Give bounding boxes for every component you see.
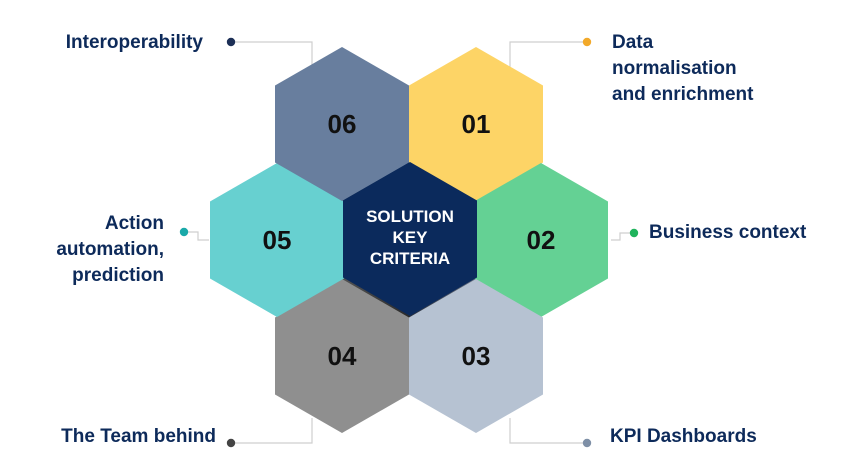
connector-line-04 <box>232 418 313 444</box>
segment-label-03: KPI Dashboards <box>610 424 757 450</box>
segment-hexagon-shape <box>275 47 409 201</box>
hexagon-group: 01 02 03 04 05 06 <box>210 47 608 433</box>
segment-label-line: The Team behind <box>61 426 216 447</box>
connector-line-05 <box>186 231 209 241</box>
segment-hexagon-shape <box>275 279 409 433</box>
segment-hexagon-01: 01 <box>409 47 543 201</box>
segment-hexagon-05: 05 <box>210 163 344 317</box>
connector-line-01 <box>509 41 585 72</box>
center-title-line: SOLUTION <box>366 207 454 226</box>
marker-dot-02 <box>629 228 639 238</box>
marker-dot-05 <box>179 227 189 237</box>
segment-label-04: The Team behind <box>61 424 216 450</box>
connector-line-06 <box>232 41 313 72</box>
segment-hexagon-04: 04 <box>275 279 409 433</box>
segment-hexagon-06: 06 <box>275 47 409 201</box>
connector-line-03 <box>509 418 585 444</box>
segment-label-05: Action automation, prediction <box>56 211 164 289</box>
center-title-line: CRITERIA <box>370 249 450 268</box>
marker-dot-01 <box>582 37 592 47</box>
segment-number: 06 <box>328 109 357 139</box>
segment-hexagon-02: 02 <box>474 163 608 317</box>
marker-dot-06 <box>226 37 236 47</box>
segment-label-line: Business context <box>649 222 807 243</box>
connector-lines <box>186 41 632 444</box>
segment-number: 02 <box>527 225 556 255</box>
segment-number: 04 <box>328 341 357 371</box>
center-title-line: KEY <box>393 228 429 247</box>
segment-label-06: Interoperability <box>66 30 203 56</box>
segment-label-line: prediction <box>72 265 164 286</box>
center-hexagon: SOLUTION KEY CRITERIA <box>343 162 477 316</box>
marker-dot-04 <box>226 438 236 448</box>
segment-label-line: Interoperability <box>65 32 203 53</box>
segment-label-line: and enrichment <box>612 84 754 105</box>
marker-dot-03 <box>582 438 592 448</box>
segment-hexagon-shape <box>409 47 543 201</box>
segment-label-line: automation, <box>56 239 164 260</box>
segment-label-line: KPI Dashboards <box>610 426 757 447</box>
segment-hexagon-03: 03 <box>409 279 543 433</box>
segment-hexagon-shape <box>474 163 608 317</box>
marker-dots <box>179 37 639 448</box>
segment-label-line: normalisation <box>612 58 737 79</box>
connector-line-02 <box>611 232 632 241</box>
segment-number: 05 <box>263 225 292 255</box>
center-hexagon-shape <box>343 162 477 316</box>
segment-number: 01 <box>462 109 491 139</box>
segment-label-01: Data normalisation and enrichment <box>612 30 753 108</box>
segment-number: 03 <box>462 341 491 371</box>
segment-label-line: Action <box>104 213 164 234</box>
segment-label-line: Data <box>612 32 654 53</box>
segment-label-02: Business context <box>649 220 806 246</box>
segment-hexagon-shape <box>409 279 543 433</box>
segment-hexagon-shape <box>210 163 344 317</box>
